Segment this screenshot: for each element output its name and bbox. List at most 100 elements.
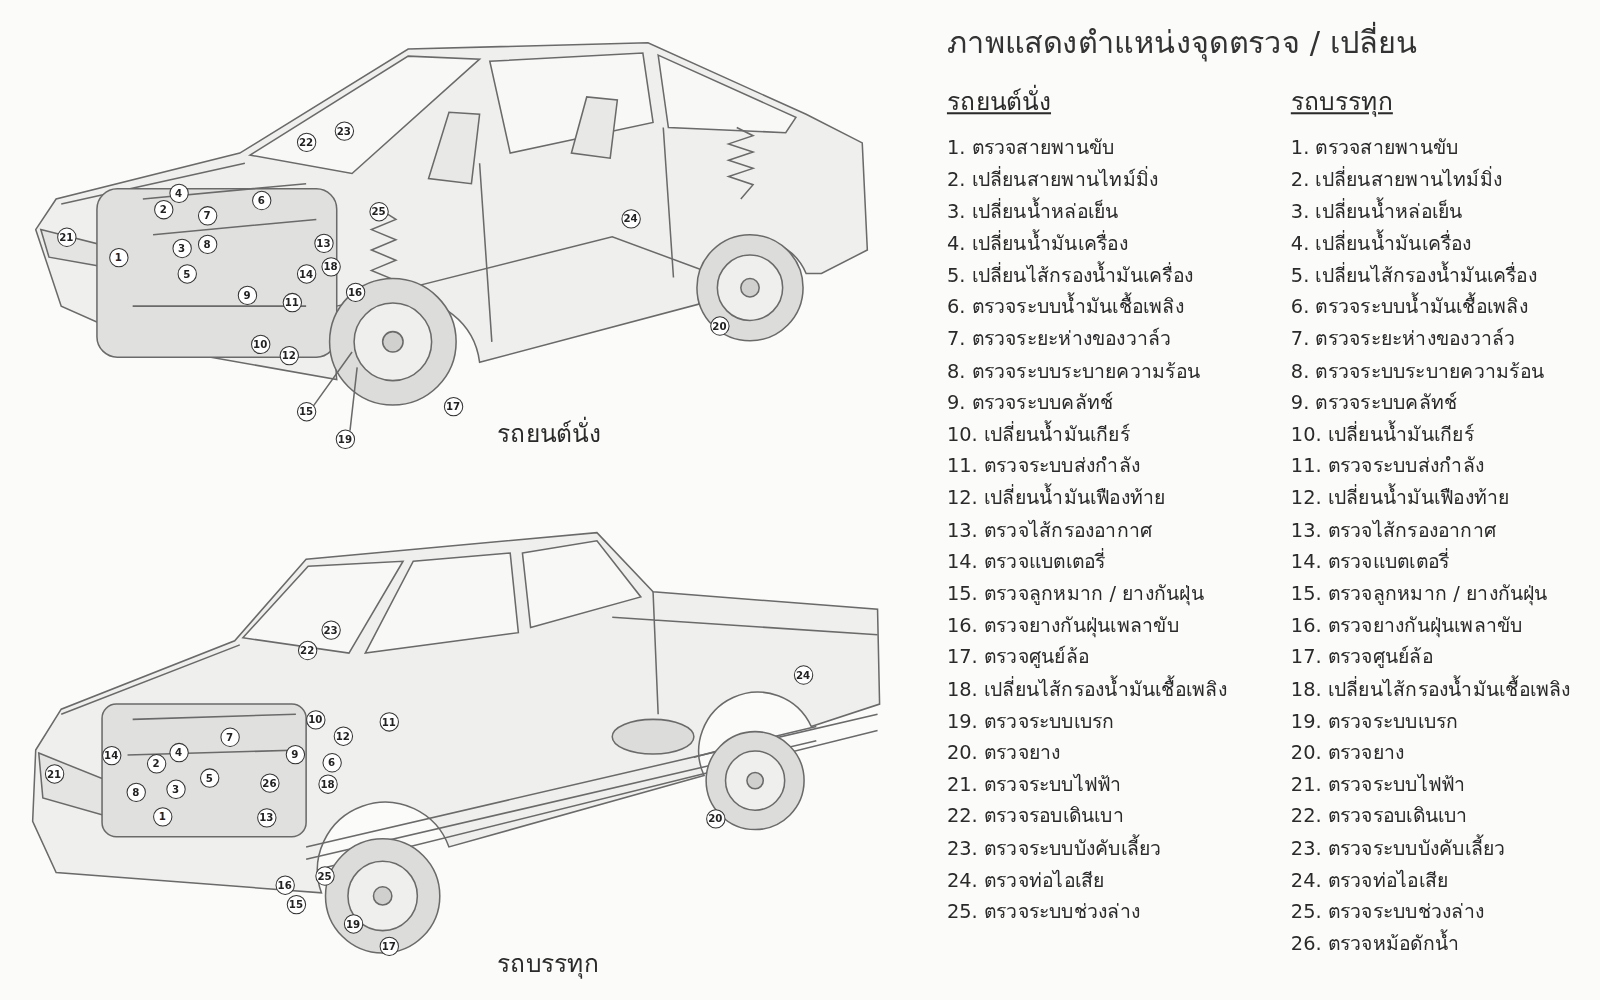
- callout-number: 21: [44, 764, 63, 783]
- callout-number: 12: [279, 345, 298, 364]
- callout-number: 6: [252, 190, 271, 209]
- pickup-spare-tire: [612, 719, 694, 754]
- callout-number: 5: [177, 264, 196, 283]
- callout-number: 17: [379, 936, 398, 955]
- callout-number: 24: [621, 209, 640, 228]
- checklist-item: 6. ตรวจระบบน้ำมันเชื้อเพลิง: [1291, 295, 1528, 319]
- checklist-item: 17. ตรวจศูนย์ล้อ: [1291, 645, 1433, 669]
- sedan-front-wheel: [330, 279, 457, 406]
- callout-number: 15: [286, 894, 305, 913]
- pickup-side-window: [365, 541, 641, 653]
- checklist-item: 15. ตรวจลูกหมาก / ยางกันฝุ่น: [947, 582, 1204, 606]
- checklist-item: 16. ตรวจยางกันฝุ่นเพลาขับ: [1291, 613, 1523, 637]
- callout-number: 11: [282, 292, 301, 311]
- callout-number: 23: [334, 121, 353, 140]
- checklist-item: 14. ตรวจแบตเตอรี่: [1291, 550, 1449, 574]
- pickup-rear-wheel: [706, 732, 804, 830]
- sedan-seat: [429, 97, 618, 184]
- checklist-item: 5. เปลี่ยนไส้กรองน้ำมันเครื่อง: [947, 263, 1193, 287]
- leader-line: [313, 352, 357, 431]
- checklist-item: 19. ตรวจระบบเบรก: [1291, 709, 1459, 733]
- callout-number: 1: [109, 247, 128, 266]
- checklist-item: 17. ตรวจศูนย์ล้อ: [947, 645, 1089, 669]
- sedan-rear-hub: [741, 279, 759, 297]
- checklist-item: 15. ตรวจลูกหมาก / ยางกันฝุ่น: [1291, 582, 1548, 606]
- pickup-engine-detail: [128, 714, 301, 755]
- pickup-illustration: [33, 533, 880, 953]
- column-heading: รถยนต์นั่ง: [947, 87, 1051, 118]
- checklist-item: 12. เปลี่ยนน้ำมันเฟืองท้าย: [947, 486, 1166, 510]
- checklist-item: 10. เปลี่ยนน้ำมันเกียร์: [1291, 422, 1474, 446]
- callout-number: 15: [296, 402, 315, 421]
- checklist-item: 10. เปลี่ยนน้ำมันเกียร์: [947, 422, 1130, 446]
- callout-number: 7: [220, 727, 239, 746]
- checklist-item: 5. เปลี่ยนไส้กรองน้ำมันเครื่อง: [1291, 263, 1537, 287]
- callout-number: 10: [306, 710, 325, 729]
- callout-number: 6: [322, 753, 341, 772]
- callout-number: 3: [166, 779, 185, 798]
- checklist-item: 7. ตรวจระยะห่างของวาล์ว: [947, 327, 1172, 351]
- sedan-rear-rim: [717, 255, 782, 320]
- column-heading: รถบรรทุก: [1291, 87, 1393, 118]
- callout-number: 19: [343, 914, 362, 933]
- checklist-item: 24. ตรวจท่อไอเสีย: [1291, 868, 1448, 892]
- sedan-side-window: [490, 53, 653, 153]
- checklist-item: 1. ตรวจสายพานขับ: [947, 136, 1115, 160]
- pickup-rear-rim: [726, 751, 785, 810]
- callout-number: 9: [237, 285, 256, 304]
- callout-number: 22: [296, 132, 315, 151]
- checklist-item: 11. ตรวจระบบส่งกำลัง: [947, 454, 1140, 478]
- sedan-illustration: [36, 43, 868, 431]
- checklist-item: 22. ตรวจรอบเดินเบา: [1291, 804, 1468, 828]
- sedan-engine-detail: [133, 184, 317, 306]
- checklist-item: 23. ตรวจระบบบังคับเลี้ยว: [1291, 836, 1506, 860]
- callout-number: 25: [315, 866, 334, 885]
- checklist-item: 3. เปลี่ยนน้ำหล่อเย็น: [1291, 200, 1463, 224]
- pickup-bed-line: [61, 592, 877, 714]
- pickup-engine: [102, 704, 306, 837]
- page-title: ภาพแสดงตำแหน่งจุดตรวจ / เปลี่ยน: [947, 24, 1418, 62]
- pickup-front-hub: [373, 887, 391, 905]
- callout-number: 26: [260, 773, 279, 792]
- callout-number: 16: [345, 282, 364, 301]
- figure-caption: รถบรรทุก: [497, 949, 599, 980]
- checklist-item: 20. ตรวจยาง: [947, 741, 1061, 765]
- checklist-item: 13. ตรวจไส้กรองอากาศ: [1291, 518, 1496, 542]
- pickup-body: [33, 533, 880, 893]
- checklist-item: 21. ตรวจระบบไฟฟ้า: [947, 773, 1122, 797]
- checklist-item: 8. ตรวจระบบระบายความร้อน: [1291, 359, 1544, 383]
- checklist-item: 14. ตรวจแบตเตอรี่: [947, 550, 1105, 574]
- callout-number: 16: [275, 875, 294, 894]
- callout-number: 21: [57, 227, 76, 246]
- callout-number: 17: [443, 396, 462, 415]
- checklist-item: 1. ตรวจสายพานขับ: [1291, 136, 1459, 160]
- callout-number: 1: [153, 807, 172, 826]
- checklist-item: 25. ตรวจระบบช่วงล่าง: [947, 900, 1140, 924]
- callout-number: 12: [333, 726, 352, 745]
- checklist-item: 20. ตรวจยาง: [1291, 741, 1405, 765]
- checklist-item: 21. ตรวจระบบไฟฟ้า: [1291, 773, 1466, 797]
- callout-number: 22: [297, 640, 316, 659]
- pickup-grille: [39, 753, 107, 816]
- callout-number: 4: [169, 183, 188, 202]
- callout-number: 3: [172, 238, 191, 257]
- callout-number: 13: [257, 808, 276, 827]
- checklist-item: 24. ตรวจท่อไอเสีย: [947, 868, 1104, 892]
- callout-number: 4: [169, 742, 188, 761]
- figure-caption: รถยนต์นั่ง: [497, 418, 601, 449]
- sedan-rear-wheel: [697, 235, 803, 341]
- checklist-item: 22. ตรวจรอบเดินเบา: [947, 804, 1124, 828]
- callout-number: 8: [197, 234, 216, 253]
- checklist-item: 25. ตรวจระบบช่วงล่าง: [1291, 900, 1484, 924]
- checklist-item: 4. เปลี่ยนน้ำมันเครื่อง: [947, 231, 1128, 255]
- callout-number: 10: [251, 334, 270, 353]
- sedan-engine: [97, 189, 337, 357]
- sedan-rear-spring: [729, 128, 753, 199]
- callout-number: 23: [321, 620, 340, 639]
- callout-number: 2: [154, 199, 173, 218]
- callout-number: 18: [318, 774, 337, 793]
- checklist-item: 7. ตรวจระยะห่างของวาล์ว: [1291, 327, 1516, 351]
- pickup-front-wheel: [326, 839, 440, 953]
- checklist-item: 2. เปลี่ยนสายพานไทม์มิ่ง: [1291, 168, 1502, 192]
- sedan-front-rim: [354, 303, 432, 381]
